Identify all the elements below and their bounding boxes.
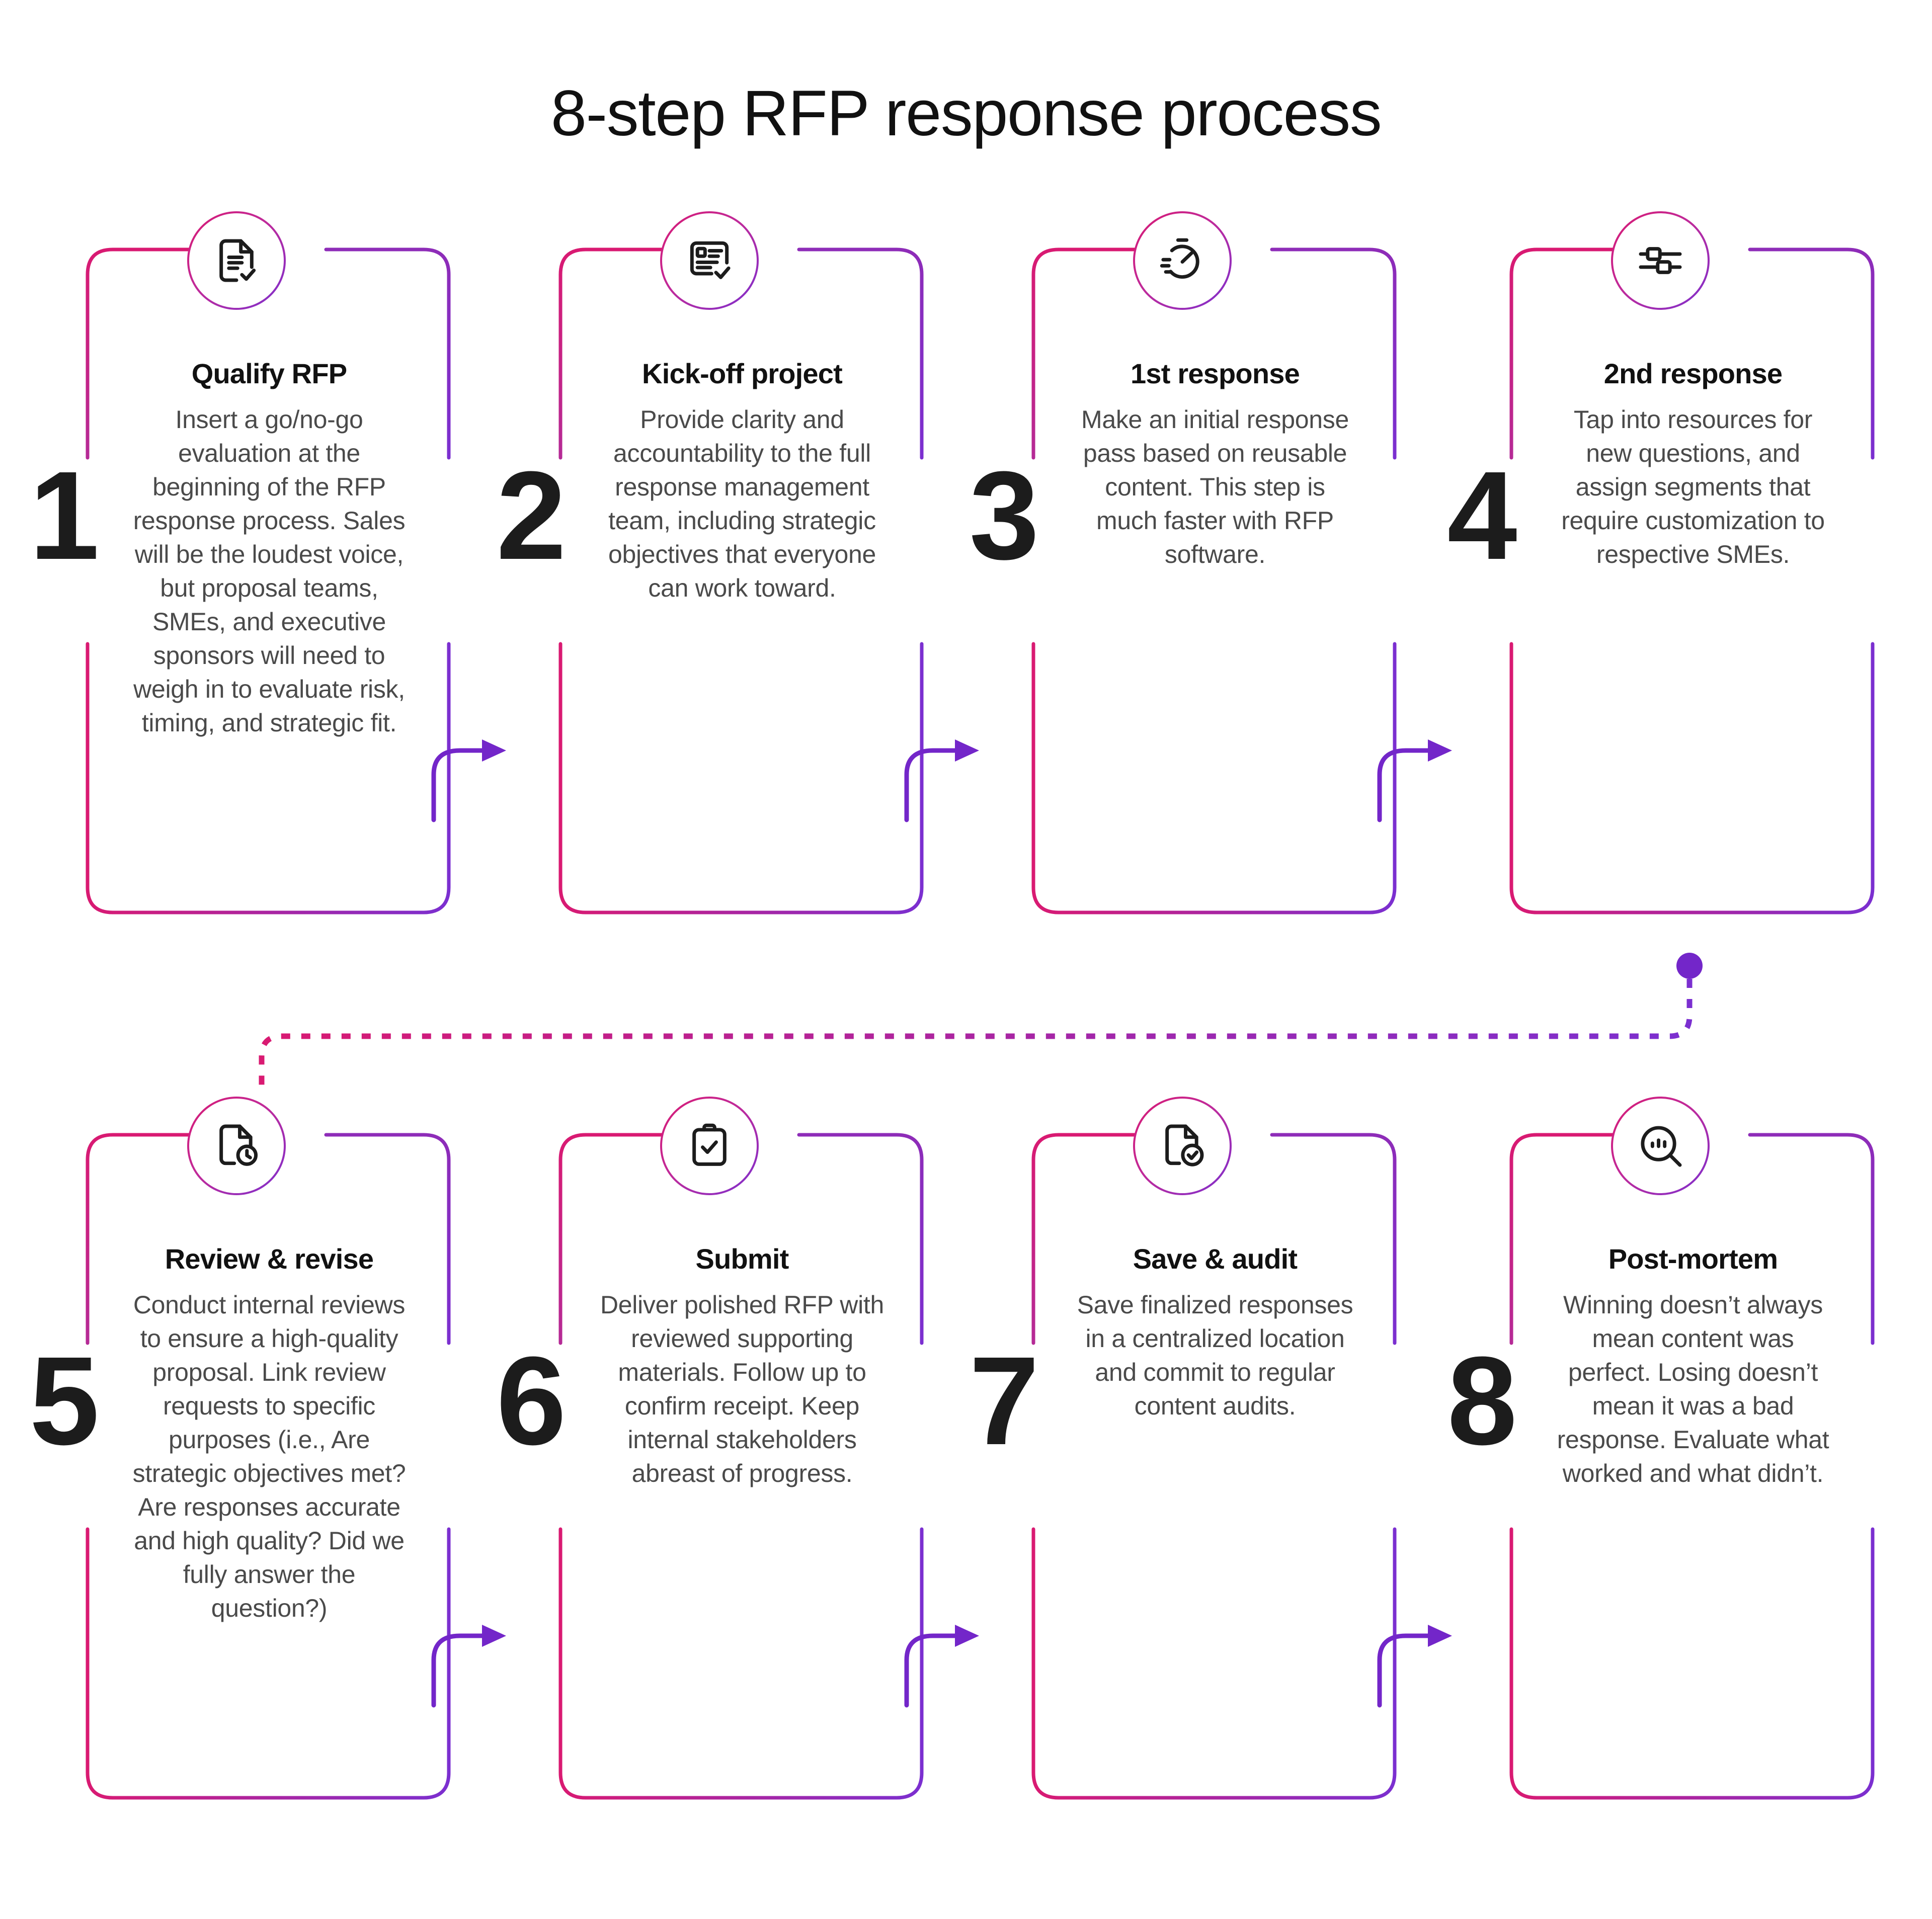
step-card-5[interactable]: 5 Review & revise Conduct internal revie… xyxy=(0,1097,506,1871)
card-description: Save finalized responses in a centralize… xyxy=(1077,1291,1353,1420)
card-body: Post-mortem Winning doesn’t always mean … xyxy=(1550,1242,1836,1490)
checklist-card-icon xyxy=(660,211,759,310)
card-description: Provide clarity and accountability to th… xyxy=(608,405,876,602)
step-number: 6 xyxy=(496,1330,566,1471)
card-title: Post-mortem xyxy=(1608,1243,1778,1275)
step-number: 1 xyxy=(29,445,99,586)
sliders-icon xyxy=(1611,211,1710,310)
step-card-6[interactable]: 6 Submit Deliver polished RFP with revie… xyxy=(473,1097,979,1871)
step-number: 8 xyxy=(1447,1330,1517,1471)
step-number: 4 xyxy=(1447,445,1517,586)
step-number: 5 xyxy=(29,1330,99,1471)
card-title: Review & revise xyxy=(165,1243,374,1275)
card-frame xyxy=(85,246,452,915)
page-title: 8-step RFP response process xyxy=(550,77,1382,149)
clipboard-check-icon xyxy=(660,1097,759,1195)
step-card-3[interactable]: 3 1st response Make an initial response … xyxy=(946,211,1452,986)
card-description: Insert a go/no-go evaluation at the begi… xyxy=(133,405,406,737)
steps-row-top: 1 Qualify RFP Insert a go/no-go evaluati… xyxy=(0,211,1932,986)
card-body: Submit Deliver polished RFP with reviewe… xyxy=(599,1242,886,1490)
magnifier-insights-icon xyxy=(1611,1097,1710,1195)
card-description: Conduct internal reviews to ensure a hig… xyxy=(132,1291,406,1622)
steps-row-bottom: 5 Review & revise Conduct internal revie… xyxy=(0,1097,1932,1871)
card-frame xyxy=(85,1132,452,1801)
card-title: 1st response xyxy=(1131,358,1300,389)
card-title: Qualify RFP xyxy=(191,358,347,389)
card-description: Winning doesn’t always mean content was … xyxy=(1557,1291,1829,1487)
card-title: Save & audit xyxy=(1133,1243,1298,1275)
document-check-circle-icon xyxy=(1133,1097,1232,1195)
step-card-2[interactable]: 2 Kick-off project Provide clarity and a… xyxy=(473,211,979,986)
card-frame xyxy=(557,1132,925,1801)
document-check-icon xyxy=(187,211,286,310)
card-frame xyxy=(1030,246,1398,915)
card-body: Save & audit Save finalized responses in… xyxy=(1072,1242,1358,1423)
card-description: Deliver polished RFP with reviewed suppo… xyxy=(600,1291,884,1487)
document-clock-icon xyxy=(187,1097,286,1195)
card-title: Submit xyxy=(695,1243,789,1275)
card-body: 1st response Make an initial response pa… xyxy=(1072,357,1358,571)
card-description: Tap into resources for new questions, an… xyxy=(1561,405,1825,568)
card-frame xyxy=(1030,1132,1398,1801)
card-frame xyxy=(1508,1132,1876,1801)
card-title: 2nd response xyxy=(1603,358,1783,389)
step-number: 3 xyxy=(969,445,1039,586)
step-card-7[interactable]: 7 Save & audit Save finalized responses … xyxy=(946,1097,1452,1871)
card-description: Make an initial response pass based on r… xyxy=(1081,405,1349,568)
card-body: 2nd response Tap into resources for new … xyxy=(1550,357,1836,571)
step-card-4[interactable]: 4 2nd response Tap into resources for ne… xyxy=(1424,211,1897,986)
stopwatch-speed-icon xyxy=(1133,211,1232,310)
card-body: Kick-off project Provide clarity and acc… xyxy=(599,357,886,605)
card-title: Kick-off project xyxy=(642,358,843,389)
step-card-8[interactable]: 8 Post-mortem Winning doesn’t always mea… xyxy=(1424,1097,1897,1871)
step-card-1[interactable]: 1 Qualify RFP Insert a go/no-go evaluati… xyxy=(0,211,506,986)
card-frame xyxy=(1508,246,1876,915)
step-number: 2 xyxy=(496,445,566,586)
card-body: Review & revise Conduct internal reviews… xyxy=(126,1242,413,1625)
step-number: 7 xyxy=(969,1330,1039,1471)
card-body: Qualify RFP Insert a go/no-go evaluation… xyxy=(126,357,413,740)
card-frame xyxy=(557,246,925,915)
